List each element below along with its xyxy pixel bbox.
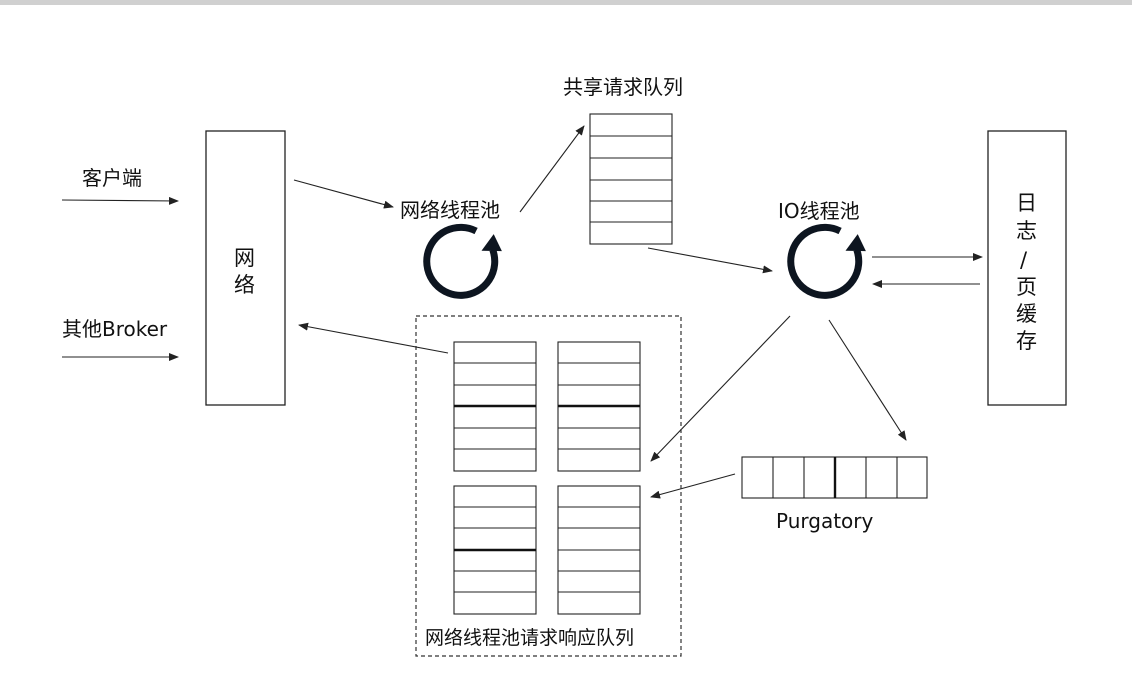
- log-cache-char-4: 页: [1016, 275, 1037, 299]
- client-label: 客户端: [82, 166, 142, 190]
- log-cache-char-3: /: [1020, 248, 1028, 272]
- network-to-pool-arrow: [293, 179, 394, 209]
- top-border: [0, 0, 1132, 5]
- shared-queue-label: 共享请求队列: [563, 75, 683, 99]
- log-page-cache-box: [987, 130, 1067, 406]
- client-to-network-arrow: [61, 196, 179, 205]
- response-queue-2: [557, 341, 641, 472]
- response-to-network-arrow: [298, 322, 449, 354]
- response-queue-label: 网络线程池请求响应队列: [425, 627, 634, 649]
- response-queue-1: [453, 341, 537, 472]
- shared-queue: [589, 113, 673, 245]
- network-pool-cycle-icon: [423, 223, 502, 299]
- io-to-purgatory-arrow: [828, 319, 907, 441]
- purgatory-label: Purgatory: [776, 509, 874, 533]
- response-queue-container: [415, 315, 682, 657]
- other-broker-label: 其他Broker: [62, 317, 168, 341]
- log-cache-char-6: 存: [1016, 329, 1037, 353]
- io-pool-cycle-icon: [787, 223, 866, 299]
- shared-queue-to-io-arrow: [647, 247, 773, 274]
- network-label-char-1: 网: [234, 246, 255, 270]
- network-label-char-2: 络: [234, 273, 255, 297]
- response-queue-3: [453, 485, 537, 615]
- purgatory-to-response-queue-arrow: [650, 473, 736, 499]
- log-cache-char-1: 日: [1016, 191, 1037, 215]
- pool-to-shared-queue-arrow: [519, 125, 585, 213]
- network-pool-label: 网络线程池: [400, 198, 500, 222]
- purgatory-queue: [741, 456, 928, 499]
- io-pool-label: IO线程池: [778, 199, 860, 223]
- network-box: [205, 130, 286, 406]
- io-to-response-queue-arrow: [650, 315, 791, 462]
- log-cache-char-5: 缓: [1016, 302, 1037, 326]
- response-queue-4: [557, 485, 641, 615]
- log-cache-char-2: 志: [1016, 219, 1037, 243]
